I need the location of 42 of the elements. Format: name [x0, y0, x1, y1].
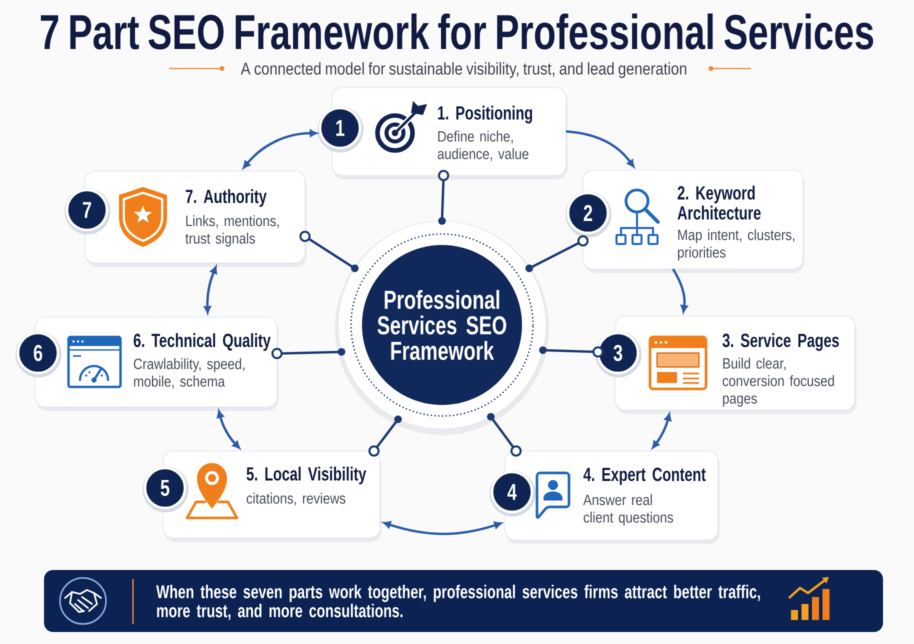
step-title: 2. Keyword Architecture [678, 186, 761, 220]
double-arrow [652, 413, 672, 448]
connector-line [368, 415, 402, 457]
banner-text: When these seven parts work together, professional services firms attract better traffic, more trust, and more consultations. [156, 584, 760, 620]
step-title: 4. Expert Content [583, 468, 706, 485]
number-badge: 1 [318, 106, 364, 152]
connector-line [539, 346, 604, 358]
double-arrow [204, 266, 218, 314]
number-badge: 3 [596, 331, 642, 378]
connector-line [438, 170, 450, 225]
number-badge: 4 [490, 470, 536, 516]
number-badge: 6 [16, 331, 62, 378]
number-badge: 2 [566, 191, 612, 238]
subtitle: A connected model for sustainable visibility, trust, and lead generation [240, 62, 686, 78]
connector-line [299, 230, 359, 272]
number-badge: 7 [64, 188, 110, 234]
step-card [582, 170, 804, 273]
summary-banner [44, 570, 883, 632]
arrow [672, 268, 688, 313]
double-arrow [242, 130, 318, 169]
step-description: Build clear, conversion focused pages [722, 358, 834, 407]
step-title: 7. Authority [186, 189, 267, 207]
step-title: 3. Service Pages [722, 333, 839, 351]
double-arrow [216, 410, 240, 449]
step-description: Define niche, audience, value [438, 130, 528, 161]
connector-line [487, 413, 522, 457]
step-description: Links, mentions, trust signals [185, 215, 279, 247]
step-card [34, 316, 278, 411]
connector-line [271, 348, 346, 360]
step-title: 5. Local Visibility [246, 466, 366, 484]
step-title: 6. Technical Quality [134, 333, 271, 351]
step-description: Map intent, clusters, priorities [678, 229, 794, 261]
step-title: 1. Positioning [438, 106, 532, 124]
step-card [504, 450, 720, 544]
step-description: Answer real client questions [583, 494, 674, 526]
title: 7 Part SEO Framework for Professional Services [40, 13, 874, 50]
connector-line [525, 235, 589, 272]
number-badge: 5 [142, 466, 188, 512]
arrow [566, 130, 634, 168]
step-description: citations, reviews [246, 492, 346, 506]
double-arrow [383, 521, 502, 536]
step-description: Crawlability, speed, mobile, schema [134, 358, 244, 388]
